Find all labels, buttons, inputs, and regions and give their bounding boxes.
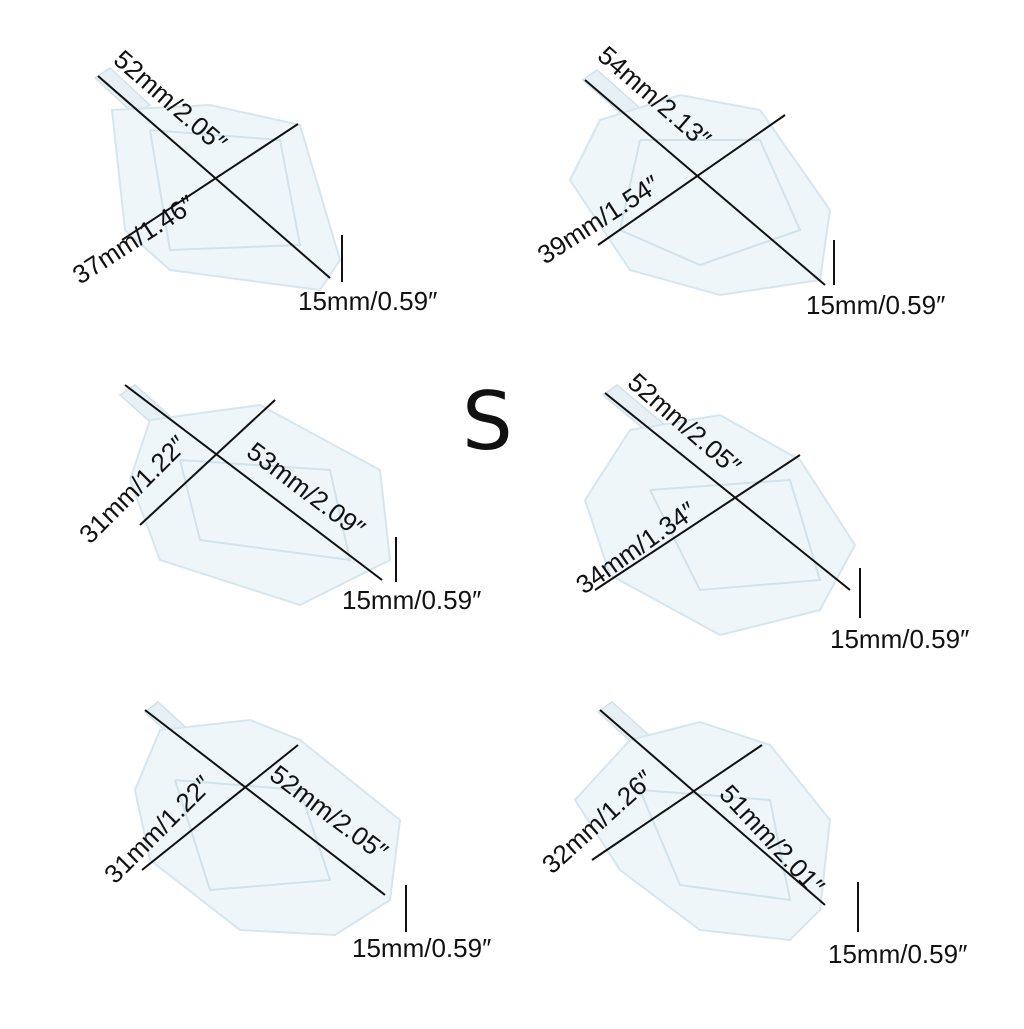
mold-6-dimension-line-b — [591, 744, 763, 861]
mold-5-dimension-line-b — [141, 744, 299, 871]
mold-1: 52mm/2.05″ 37mm/1.46″ 15mm/0.59″ — [67, 44, 437, 316]
mold-1-label-height: 15mm/0.59″ — [298, 286, 437, 316]
mold-3-label-height: 15mm/0.59″ — [342, 585, 481, 615]
mold-3: 53mm/2.09″ 31mm/1.22″ 15mm/0.59″ — [73, 384, 481, 615]
mold-3-facet — [179, 459, 352, 562]
mold-1-dimension-line-b — [121, 123, 299, 241]
mold-5-dimension-line-a — [144, 709, 386, 896]
mold-2-dimension-line-a — [584, 79, 826, 286]
mold-5-body — [133, 718, 402, 937]
mold-5-facet — [174, 779, 332, 892]
mold-5: 52mm/2.05″ 31mm/1.22″ 15mm/0.59″ — [98, 701, 491, 963]
mold-2: 54mm/2.13″ 39mm/1.54″ 15mm/0.59″ — [532, 40, 945, 320]
mold-4-dimension-line-a — [604, 392, 851, 591]
mold-2-label-height: 15mm/0.59″ — [806, 290, 945, 320]
mold-4: 52mm/2.05″ 34mm/1.34″ 15mm/0.59″ — [570, 367, 969, 654]
mold-1-facet — [149, 129, 302, 252]
mold-3-body — [128, 403, 392, 607]
mold-2-facet — [618, 139, 802, 267]
mold-4-dimension-line-b — [594, 454, 801, 591]
mold-6: 51mm/2.01″ 32mm/1.26″ 15mm/0.59″ — [536, 701, 967, 969]
mold-3-dimension-line-b — [139, 399, 276, 526]
mold-3-dimension-line-a — [124, 384, 383, 581]
mold-6-body — [573, 720, 832, 942]
mold-6-facet — [639, 789, 792, 902]
mold-5-label-height: 15mm/0.59″ — [352, 933, 491, 963]
mold-4-body — [583, 413, 857, 637]
mold-2-dimension-line-b — [597, 114, 786, 246]
mold-1-dimension-line-a — [97, 75, 331, 279]
mold-1-stem — [93, 67, 152, 116]
mold-6-label-height: 15mm/0.59″ — [828, 939, 967, 969]
mold-6-dimension-line-a — [599, 709, 826, 906]
mold-4-facet — [649, 478, 822, 592]
size-label: S — [462, 375, 513, 468]
mold-4-label-height: 15mm/0.59″ — [830, 624, 969, 654]
